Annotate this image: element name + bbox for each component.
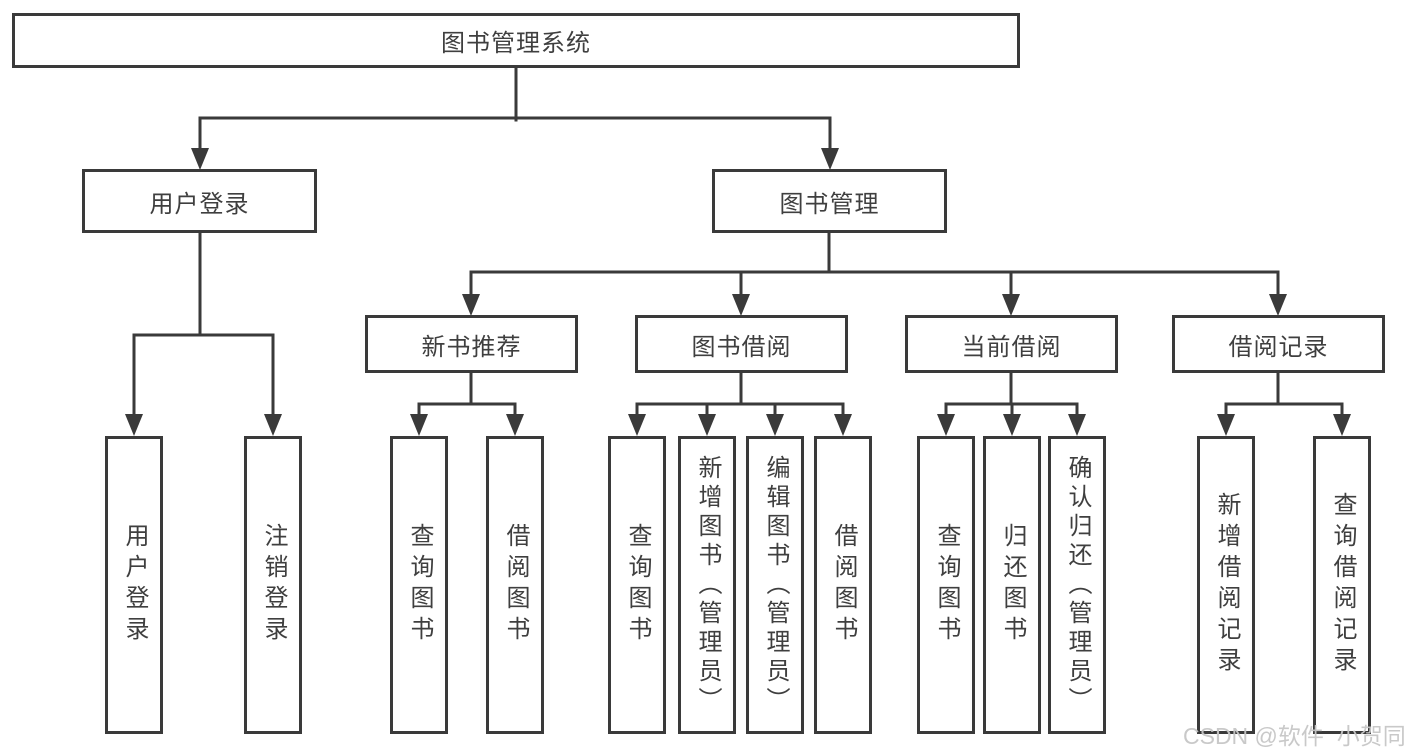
node-user-login: 用户登录 [82,169,317,233]
leaf-add-book-admin: 新增图书（管理员） [678,436,736,734]
leaf-user-login: 用户登录 [105,436,163,734]
node-root-system: 图书管理系统 [12,13,1020,68]
leaf-borrow-books-recommend: 借阅图书 [486,436,544,734]
leaf-query-books-current: 查询图书 [917,436,975,734]
arrow-down-icons [125,148,1351,436]
leaf-borrow-books: 借阅图书 [814,436,872,734]
node-book-borrowing: 图书借阅 [635,315,848,373]
leaf-query-books-recommend: 查询图书 [390,436,448,734]
leaf-logout: 注销登录 [244,436,302,734]
node-new-book-recommend: 新书推荐 [365,315,578,373]
leaf-confirm-return-admin: 确认归还（管理员） [1048,436,1106,734]
csdn-watermark: CSDN @软件_小贺同学 [1183,723,1405,747]
leaf-query-books-borrowing: 查询图书 [608,436,666,734]
connector-path [132,66,1344,420]
leaf-query-borrow-record: 查询借阅记录 [1313,436,1371,734]
leaf-return-books: 归还图书 [983,436,1041,734]
leaf-edit-book-admin: 编辑图书（管理员） [746,436,804,734]
node-book-management: 图书管理 [712,169,947,233]
leaf-add-borrow-record: 新增借阅记录 [1197,436,1255,734]
node-borrow-records: 借阅记录 [1172,315,1385,373]
node-current-borrowing: 当前借阅 [905,315,1118,373]
